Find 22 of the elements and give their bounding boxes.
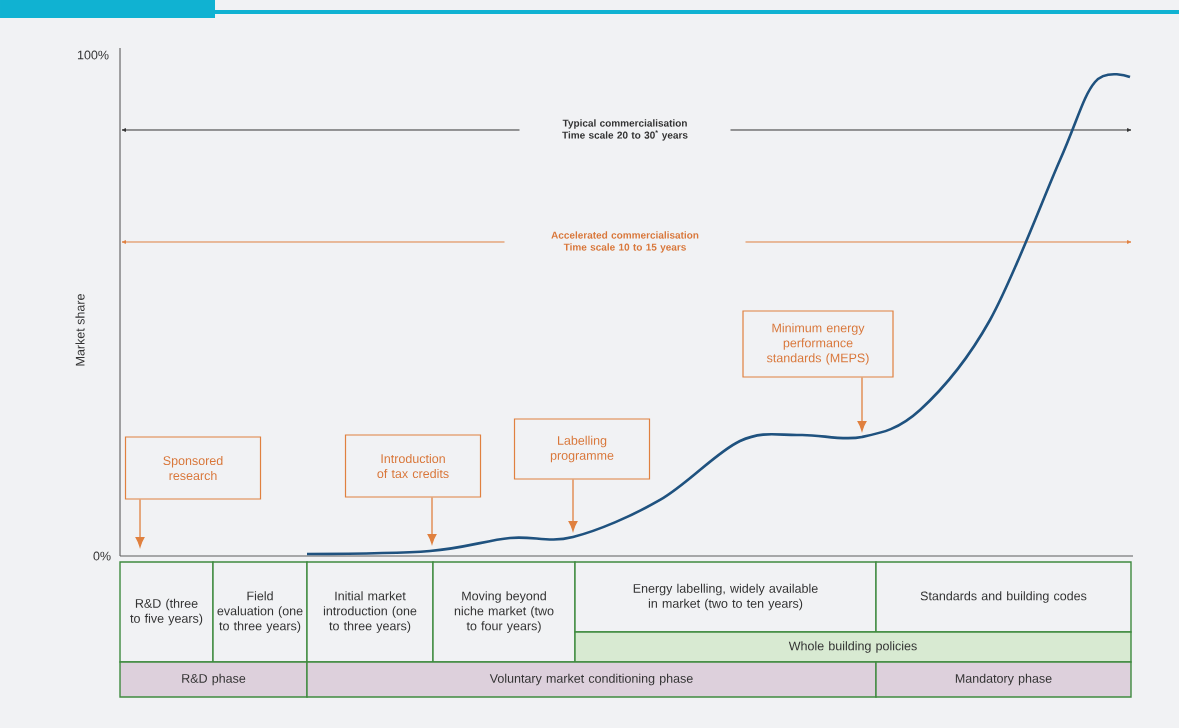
timescale-label: Accelerated commercialisation Time scale 10 to 15 years	[504, 228, 746, 256]
leader-arrow	[135, 498, 145, 548]
table-cell: Energy labelling, widely available in market (two to ten years)	[574, 561, 877, 633]
table-cell: Field evaluation (one to three years)	[212, 561, 308, 663]
callout-box: Introduction of tax credits	[344, 434, 482, 498]
callout-box: Labelling programme	[513, 418, 651, 480]
table-cell: R&D (three to five years)	[119, 561, 214, 663]
timescale-label: Typical commercialisation Time scale 20 to 30$^{*}$ years	[519, 116, 731, 144]
table-cell: Initial market introduction (one to three years)	[306, 561, 434, 663]
callout-box: Sponsored research	[124, 436, 262, 500]
table-cell: Moving beyond niche market (two to four years)	[432, 561, 576, 663]
callout-box: Minimum energy performance standards (MEPS)	[742, 310, 894, 378]
leader-arrow	[857, 376, 867, 432]
leader-arrow	[427, 496, 437, 545]
axis-label: 100%	[78, 50, 109, 60]
policy-band: Whole building policies	[574, 631, 1132, 663]
phase-cell: Mandatory phase	[875, 661, 1132, 698]
axis-label: Market share	[75, 294, 85, 366]
leader-arrow	[568, 478, 578, 532]
table-cell: Standards and building codes	[875, 561, 1132, 633]
axis-label: 0%	[93, 551, 111, 561]
phase-cell: R&D phase	[119, 661, 308, 698]
